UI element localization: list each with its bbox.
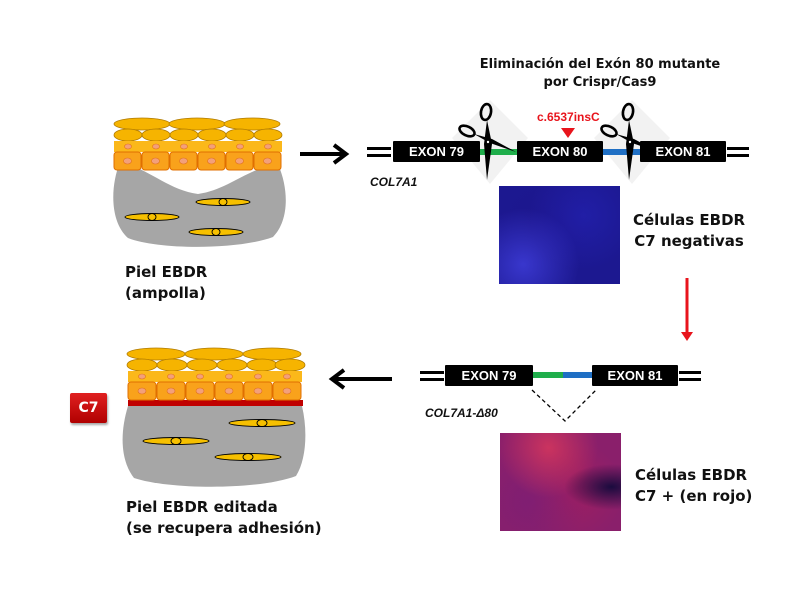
exon-79-box: EXON 79 — [445, 365, 533, 386]
arrow-left-icon — [328, 368, 392, 390]
dna-continuation-left — [367, 147, 391, 150]
title-line-1: Eliminación del Exón 80 mutante — [479, 57, 721, 72]
cells-negative-line-1: Células EBDR — [633, 211, 746, 229]
arrow-right-icon — [300, 143, 350, 165]
basal-layer — [113, 151, 282, 171]
splice-junction-dashes — [531, 389, 597, 422]
micrograph-c7-positive — [500, 433, 621, 531]
diagram-title: Eliminación del Exón 80 mutante por Cris… — [440, 56, 760, 92]
dna-continuation-right — [679, 371, 701, 374]
granular-layer — [126, 358, 306, 372]
spinous-layer — [128, 371, 302, 382]
skin-edited-label: Piel EBDR editada (se recupera adhesión) — [126, 497, 322, 539]
c7-badge: C7 — [70, 393, 107, 423]
cells-positive-line-1: Células EBDR — [635, 466, 748, 484]
basement-membrane-c7 — [128, 400, 303, 406]
dna-continuation-right — [727, 147, 749, 150]
exon-81-box: EXON 81 — [592, 365, 678, 386]
dna-continuation-right — [727, 154, 749, 157]
scissors-icon — [600, 102, 658, 180]
fibroblasts — [142, 419, 296, 461]
dna-continuation-left — [420, 378, 444, 381]
skin-edited-label-line-2: (se recupera adhesión) — [126, 519, 322, 537]
dna-continuation-left — [367, 154, 391, 157]
title-line-2: por Crispr/Cas9 — [543, 75, 657, 90]
junction-blue — [563, 372, 593, 378]
skin-blister-label-line-1: Piel EBDR — [125, 263, 208, 281]
intron-80-81 — [603, 149, 641, 155]
cells-negative-label: Células EBDR C7 negativas — [633, 210, 745, 252]
dna-continuation-left — [420, 371, 444, 374]
skin-edited-label-line-1: Piel EBDR editada — [126, 498, 278, 516]
micrograph-c7-negative — [499, 186, 620, 284]
dermis — [122, 406, 306, 487]
skin-blister-illustration — [113, 117, 286, 247]
skin-blister-label: Piel EBDR (ampolla) — [125, 262, 207, 304]
fibroblasts — [124, 198, 251, 236]
squame-layer — [126, 347, 302, 361]
exon-81-box: EXON 81 — [640, 141, 726, 162]
squame-cell — [223, 117, 281, 131]
skin-edited-illustration — [122, 347, 306, 487]
basal-layer — [127, 381, 302, 401]
gene-name-col7a1-delta80: COL7A1-Δ80 — [425, 406, 498, 420]
granular-layer — [113, 128, 283, 142]
dna-continuation-right — [679, 378, 701, 381]
arrow-down-icon — [681, 278, 693, 341]
gene-name-col7a1: COL7A1 — [370, 175, 418, 189]
skin-blister-label-line-2: (ampolla) — [125, 284, 206, 302]
mutation-marker-icon — [561, 128, 575, 138]
cells-positive-line-2: C7 + (en rojo) — [635, 487, 753, 505]
exon-80-box: EXON 80 — [517, 141, 603, 162]
exon-79-box: EXON 79 — [393, 141, 480, 162]
squame-cell — [113, 117, 171, 131]
scissors-icon — [458, 102, 516, 180]
dermis — [113, 162, 286, 247]
cells-positive-label: Células EBDR C7 + (en rojo) — [635, 465, 752, 507]
intron-79-80 — [480, 149, 517, 155]
cells-negative-line-2: C7 negativas — [634, 232, 744, 250]
junction-green — [533, 372, 563, 378]
spinous-layer — [114, 141, 282, 152]
mutation-label: c.6537insC — [537, 110, 600, 124]
squame-cell — [168, 117, 226, 131]
